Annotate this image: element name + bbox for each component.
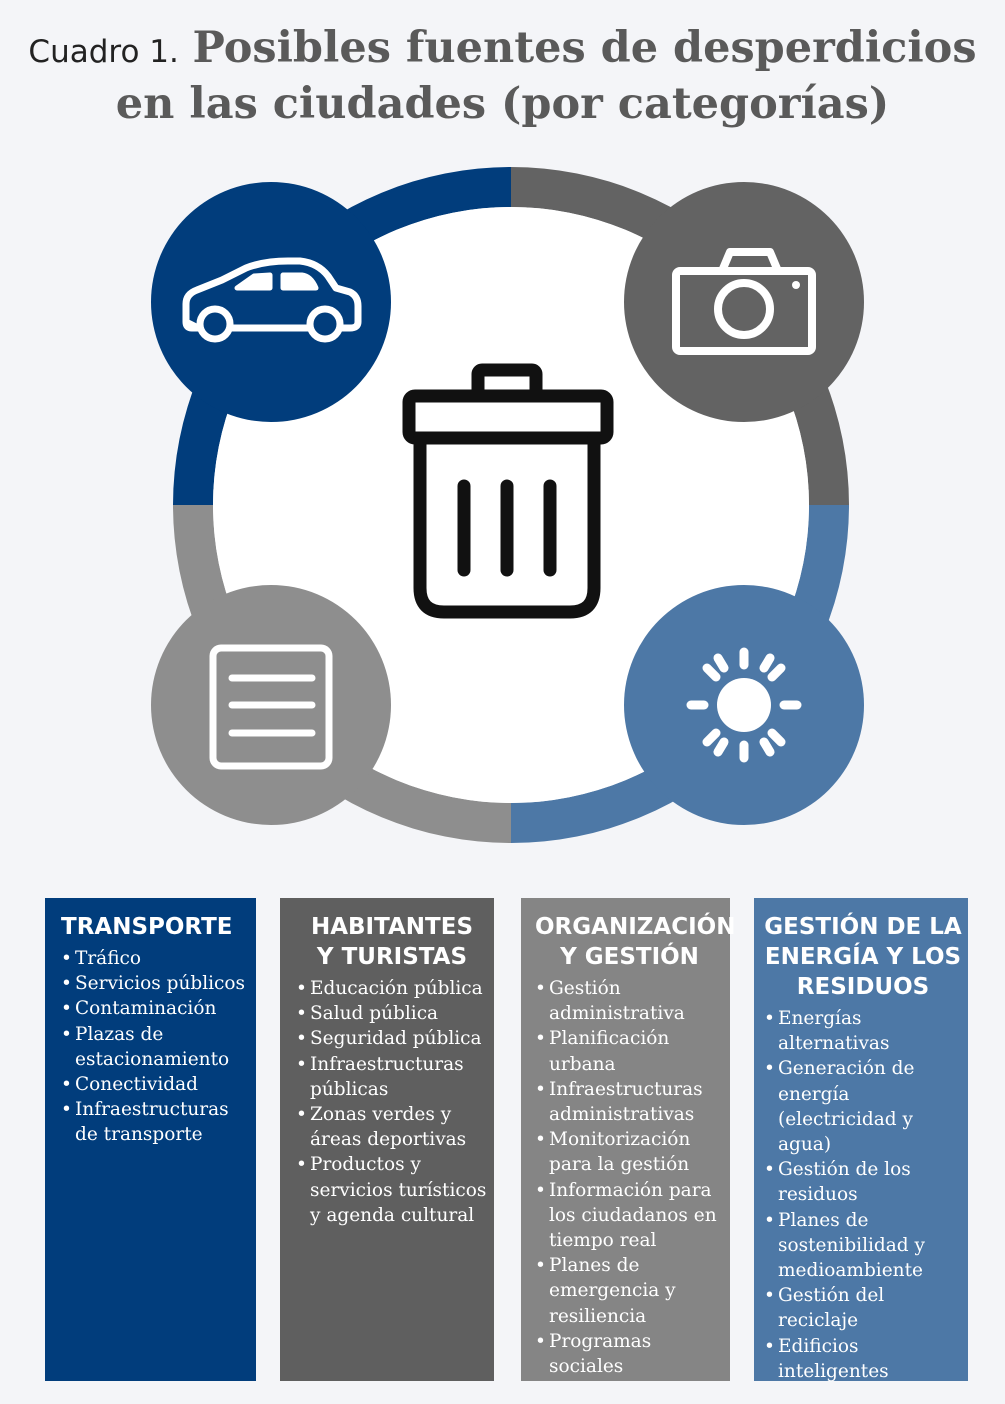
list-item: Tráfico <box>61 946 250 971</box>
circle-camera <box>624 182 864 422</box>
circle-transport <box>151 182 391 422</box>
list-item: Plazas de estacionamiento <box>61 1022 250 1072</box>
list-item: Conectividad <box>61 1072 250 1097</box>
heading-line: RESIDUOS <box>796 974 930 1000</box>
diagram <box>151 167 864 843</box>
heading-line: Y GESTIÓN <box>560 944 699 970</box>
list-item: Zonas verdes y áreas deportivas <box>296 1102 488 1152</box>
list-item: Productos y servicios turísticos y agend… <box>296 1152 488 1228</box>
list-item: Infraestructuras públicas <box>296 1052 488 1102</box>
list-item: Contaminación <box>61 996 250 1021</box>
column-transporte: TRANSPORTE Tráfico Servicios públicos Co… <box>45 898 256 1381</box>
title-line-1: Cuadro 1. Posibles fuentes de desperdici… <box>0 22 1005 78</box>
list-item: Generación de energía (electricidad y ag… <box>764 1056 962 1157</box>
column-heading: ORGANIZACIÓN Y GESTIÓN <box>535 912 735 972</box>
list-item: Información para los ciudadanos en tiemp… <box>535 1178 724 1254</box>
heading-line: ENERGÍA Y LOS <box>764 944 962 970</box>
title-main: Posibles fuentes de desperdicios <box>192 23 977 73</box>
list-item: Planificación urbana <box>535 1026 724 1076</box>
list-item: Gestión del reciclaje <box>764 1283 962 1333</box>
trash-can-icon <box>402 363 614 619</box>
document-icon <box>209 644 333 770</box>
column-habitantes: HABITANTES Y TURISTAS Educación pública S… <box>280 898 494 1381</box>
list-item: Planes de emergencia y resiliencia <box>535 1253 724 1329</box>
list-item: Seguridad pública <box>296 1026 488 1051</box>
list-item: Infraestructuras administrativas <box>535 1077 724 1127</box>
item-list: Tráfico Servicios públicos Contaminación… <box>61 946 250 1148</box>
list-item: Gestión administrativa <box>535 976 724 1026</box>
heading-line: TRANSPORTE <box>61 914 233 940</box>
list-item: Programas sociales <box>535 1329 724 1379</box>
item-list: Gestión administrativa Planificación urb… <box>535 976 724 1379</box>
column-energia: GESTIÓN DE LA ENERGÍA Y LOS RESIDUOS Energ… <box>754 898 968 1384</box>
list-item: Servicios públicos <box>61 971 250 996</box>
column-heading: HABITANTES Y TURISTAS <box>296 912 488 972</box>
column-heading: TRANSPORTE <box>61 912 250 942</box>
column-heading: GESTIÓN DE LA ENERGÍA Y LOS RESIDUOS <box>764 912 962 1002</box>
camera-icon <box>672 248 816 355</box>
list-item: Edificios inteligentes <box>764 1334 962 1384</box>
title-line-2: en las ciudades (por categorías) <box>115 79 890 129</box>
list-item: Planes de sostenibilidad y medioambiente <box>764 1208 962 1284</box>
list-item: Infraestructuras de transporte <box>61 1097 250 1147</box>
list-item: Gestión de los residuos <box>764 1157 962 1207</box>
page-title: Cuadro 1. Posibles fuentes de desperdici… <box>0 22 1005 130</box>
column-organizacion: ORGANIZACIÓN Y GESTIÓN Gestión administra… <box>521 898 735 1381</box>
list-item: Monitorización para la gestión <box>535 1127 724 1177</box>
heading-line: GESTIÓN DE LA <box>764 914 962 940</box>
list-item: Educación pública <box>296 976 488 1001</box>
heading-line: HABITANTES <box>310 914 474 940</box>
car-icon <box>182 257 362 343</box>
item-list: Educación pública Salud pública Segurida… <box>296 976 488 1228</box>
heading-line: Y TURISTAS <box>316 944 468 970</box>
list-item: Energías alternativas <box>764 1006 962 1056</box>
title-prefix: Cuadro 1. <box>28 34 179 70</box>
item-list: Energías alternativas Generación de ener… <box>764 1006 962 1384</box>
heading-line: ORGANIZACIÓN <box>535 914 736 940</box>
list-item: Salud pública <box>296 1001 488 1026</box>
sun-icon <box>686 647 802 763</box>
